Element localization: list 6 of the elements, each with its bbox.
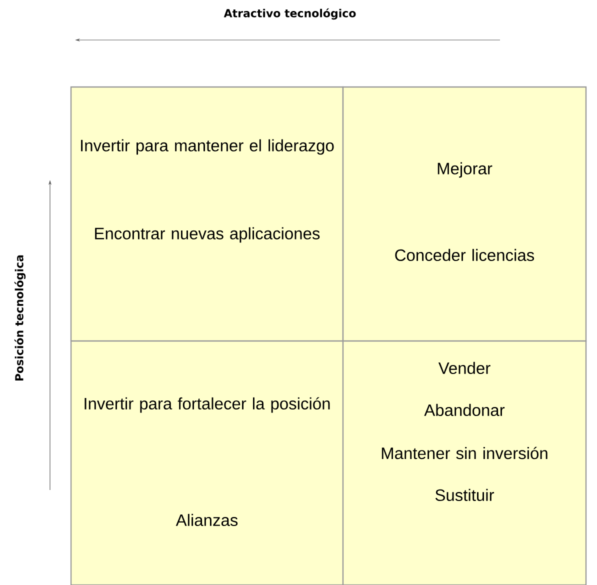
matrix-cell: Invertir para fortalecer la posición Alianzas (70, 340, 344, 585)
matrix-cell: Mejorar Conceder licencias (342, 86, 587, 342)
axis-label: Atractivo tecnológico (224, 8, 356, 20)
matrix-cell: Vender Abandonar Mantener sin inversión Sustituir (342, 340, 587, 585)
matrix-cell: Invertir para mantener el liderazgo Encontrar nuevas aplicaciones (70, 86, 344, 342)
axis-label: Posición tecnológica (14, 255, 26, 380)
